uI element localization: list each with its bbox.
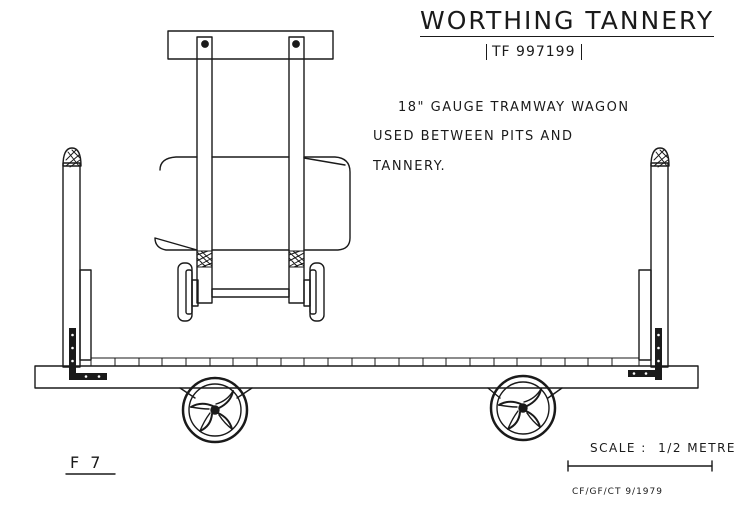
side-view-floor-beam	[34, 365, 699, 389]
scale-label-text: SCALE :	[590, 441, 647, 455]
side-view-right-post-cap	[650, 147, 670, 167]
description-line-2: USED BETWEEN PITS AND	[373, 129, 574, 144]
drawing-title: WORTHING TANNERY	[420, 6, 715, 37]
end-view-left-upright	[196, 36, 213, 304]
side-view-left-post-hatch	[65, 149, 81, 168]
end-view-left-wheel-flange	[185, 269, 193, 315]
end-view-left-bolt	[201, 40, 209, 48]
scale-label: SCALE : 1/2 METRE	[590, 441, 736, 455]
end-view	[154, 30, 351, 322]
end-view-right-wheel	[309, 262, 325, 322]
side-view-left-post-cap	[62, 147, 82, 167]
end-view-body-lip	[303, 157, 346, 166]
scale-value: 1/2 METRE	[658, 441, 736, 455]
side-view-right-post-hatch	[653, 149, 669, 168]
side-view-left-bracket	[69, 328, 107, 380]
end-view-body	[154, 156, 351, 251]
side-view-right-bracket	[628, 328, 662, 380]
description-line-1: 18" GAUGE TRAMWAY WAGON	[398, 100, 630, 115]
side-view-right-post-rail	[638, 269, 652, 361]
end-view-right-upright	[288, 36, 305, 304]
side-view-floor-planks	[90, 357, 640, 367]
end-view-left-wheel	[177, 262, 193, 322]
side-view	[34, 147, 699, 444]
end-view-right-axlebox	[303, 279, 311, 307]
end-view-right-wheel-flange	[309, 269, 317, 315]
figure-label: F 7	[70, 453, 104, 472]
end-view-right-bolt	[292, 40, 300, 48]
scale-bar	[567, 460, 713, 472]
side-view-right-wheel	[489, 374, 557, 442]
description-line-3: TANNERY.	[373, 159, 447, 174]
drawing-credits: CF/GF/CT 9/1979	[572, 487, 663, 497]
grid-reference: TF 997199	[486, 44, 582, 60]
side-view-left-wheel	[181, 376, 249, 444]
end-view-hatch-blocks	[196, 250, 305, 268]
side-view-left-post-rail	[79, 269, 92, 361]
end-view-top-beam	[167, 30, 334, 60]
end-view-axle	[211, 288, 290, 298]
